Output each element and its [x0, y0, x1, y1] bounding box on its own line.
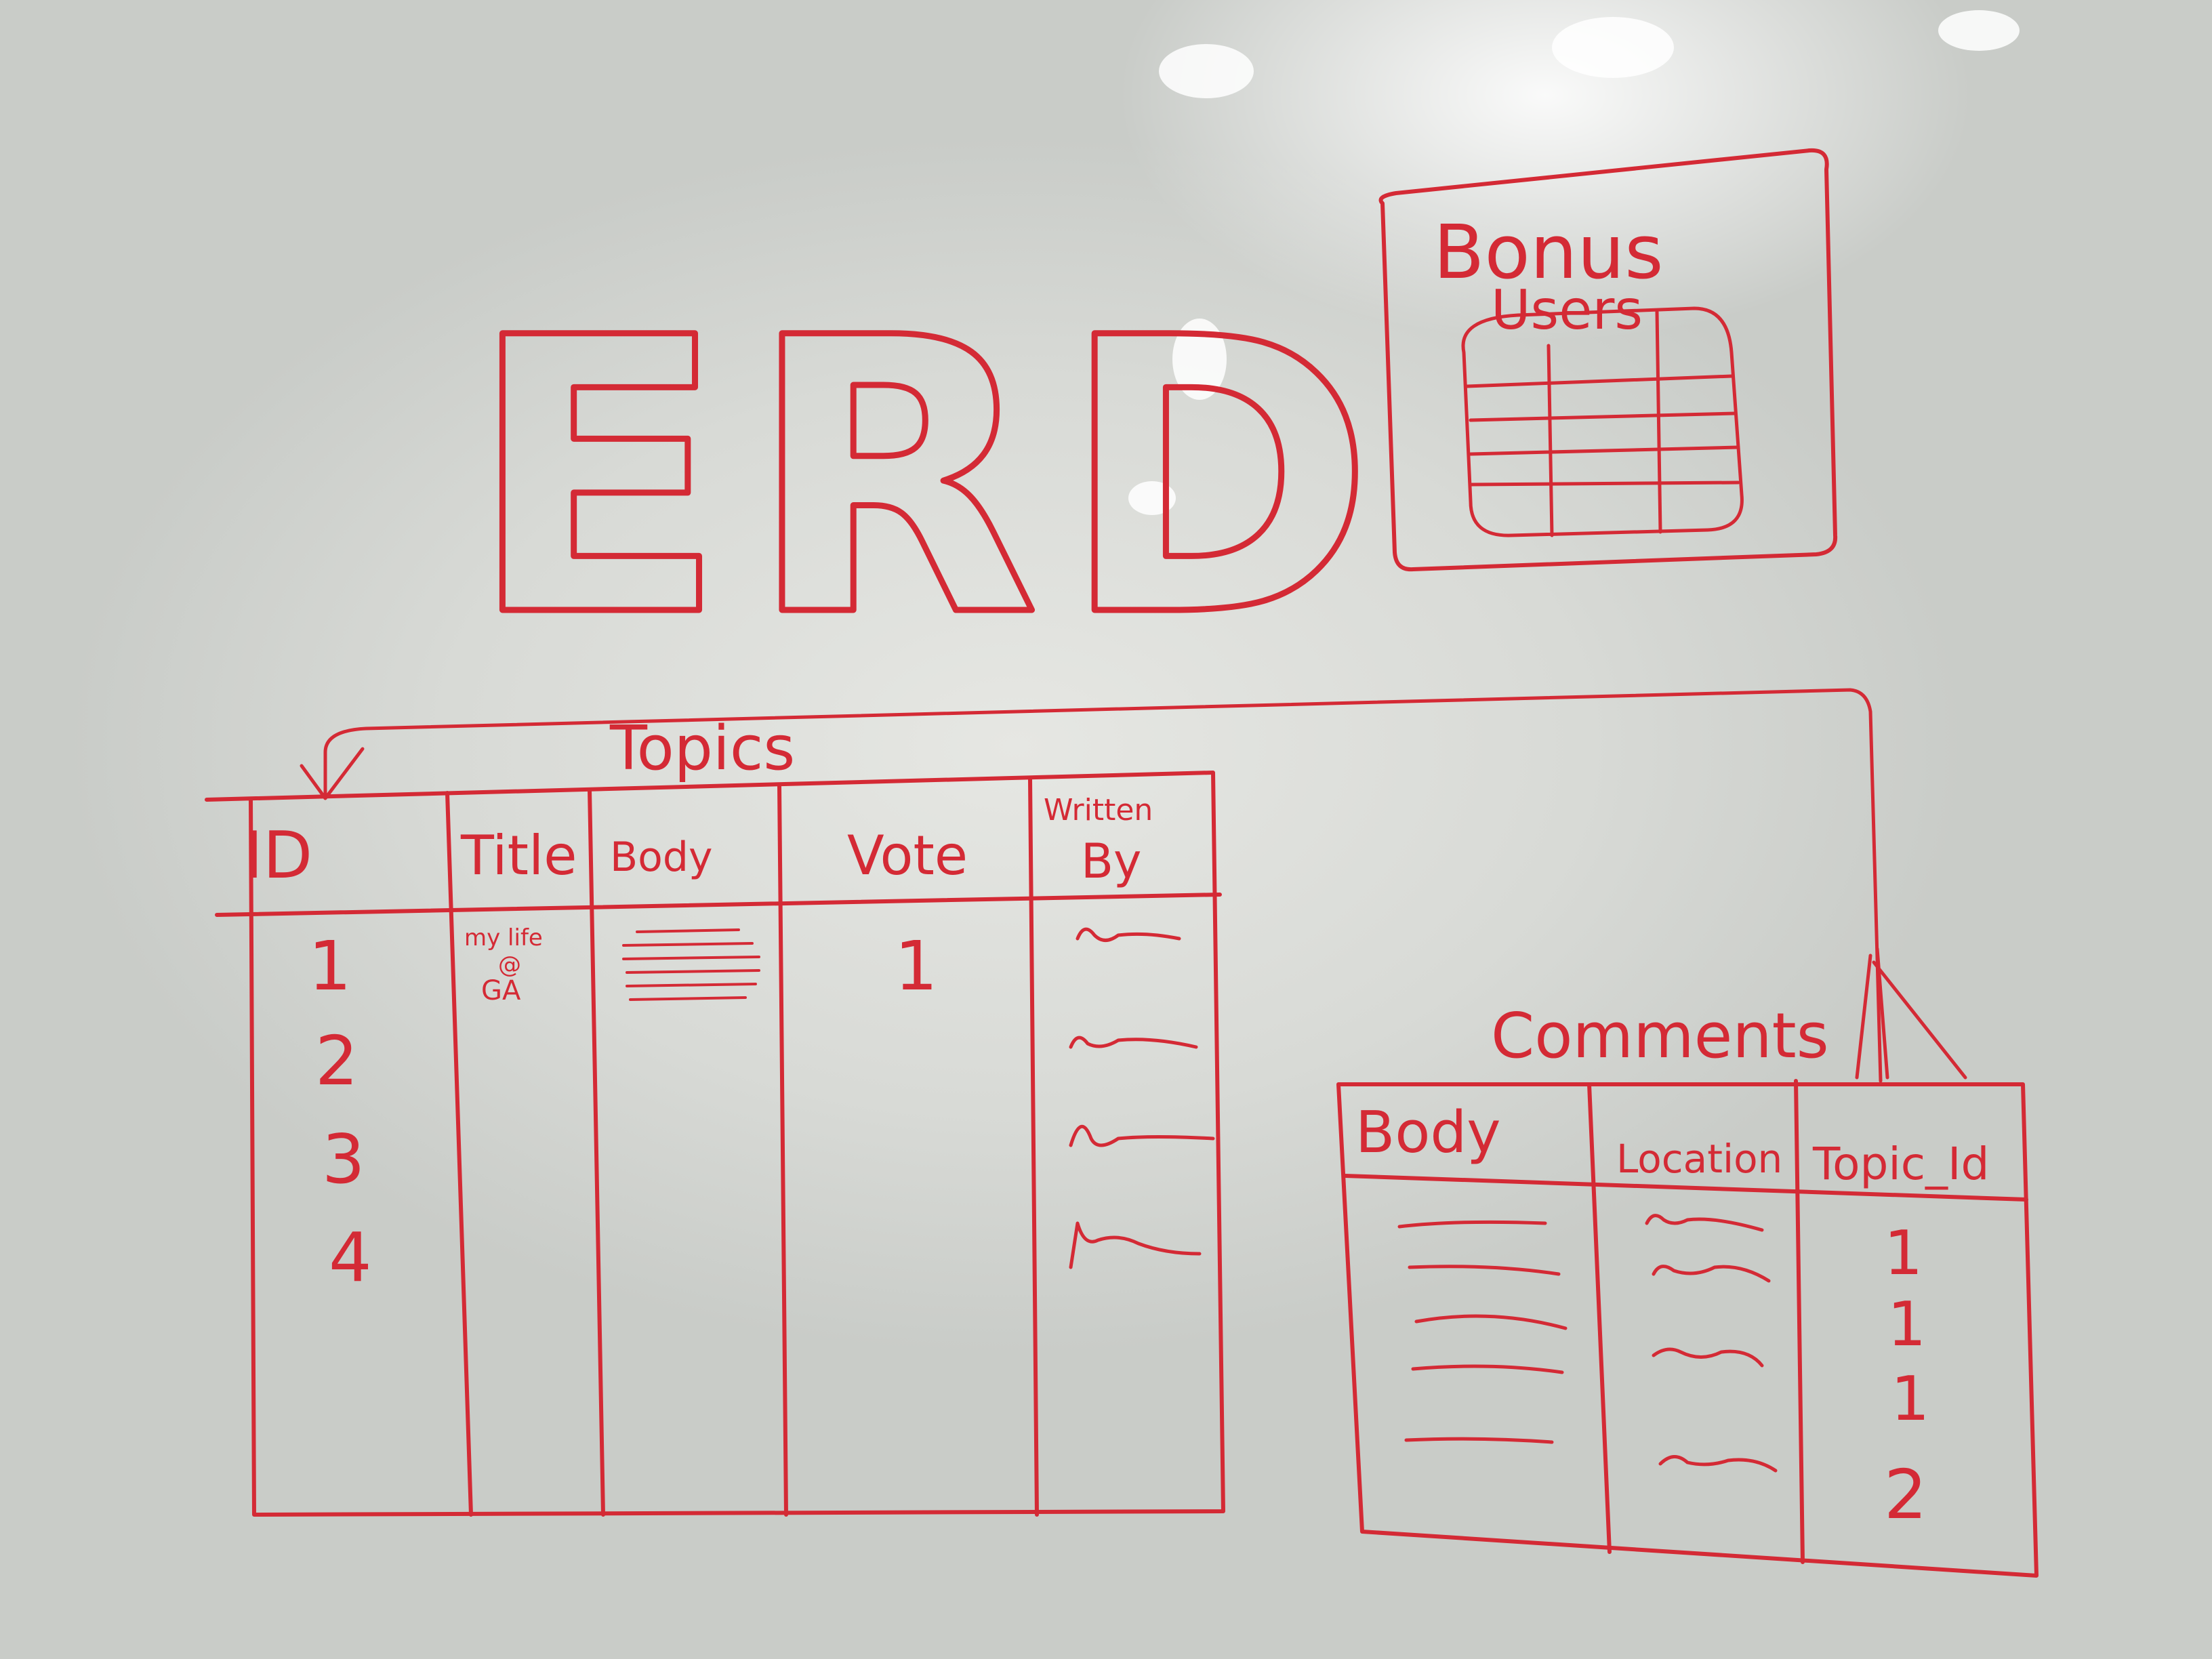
erd-title-text: ERD: [468, 258, 1395, 700]
comments-body-scribble: [1397, 1220, 1568, 1444]
topics-col-id: ID: [244, 819, 312, 893]
topics-title-line3: GA: [481, 975, 521, 1006]
comments-topic-id-4: 2: [1884, 1455, 1927, 1534]
erd-title: ERD: [465, 255, 1395, 703]
bonus-title-line1: Bonus: [1433, 209, 1664, 295]
topics-vote-1: 1: [895, 926, 938, 1006]
topics-id-2: 2: [315, 1021, 359, 1101]
bonus-users-box: Bonus Users: [1378, 148, 1838, 572]
comments-location-squiggles: [1645, 1214, 1778, 1473]
topics-id-3: 3: [322, 1120, 365, 1199]
relationship-line: [300, 688, 1967, 1083]
crows-foot: [1855, 947, 1967, 1080]
topics-table-name: Topics: [609, 713, 795, 784]
comments-col-body: Body: [1355, 1099, 1501, 1166]
topics-id-4: 4: [329, 1218, 372, 1297]
comments-table: Comments Body Location Topic_Id 1 1 1: [1336, 1000, 2039, 1578]
topics-written-by-squiggles: [1069, 927, 1215, 1269]
topics-col-by: By: [1081, 834, 1141, 889]
topics-table: Topics ID Title Body Vote Written By 1 2…: [205, 713, 1225, 1517]
comments-table-name: Comments: [1491, 1000, 1829, 1072]
topics-col-title: Title: [460, 824, 577, 887]
topics-col-body: Body: [610, 834, 712, 881]
topics-col-written: Written: [1044, 793, 1153, 827]
comments-topic-id-3: 1: [1891, 1364, 1929, 1435]
comments-topic-id-1: 1: [1884, 1218, 1923, 1289]
topics-id-1: 1: [308, 926, 352, 1006]
comments-col-location: Location: [1616, 1136, 1782, 1182]
topics-title-line1: my life: [464, 924, 543, 951]
arrow-head: [300, 747, 365, 800]
comments-col-topic-id: Topic_Id: [1812, 1138, 1989, 1190]
table-icon: [1461, 306, 1744, 537]
topics-title-line2: @: [498, 951, 521, 979]
glare-reflections: [1128, 10, 2020, 515]
comments-topic-id-2: 1: [1887, 1289, 1926, 1360]
topics-col-vote: Vote: [847, 824, 968, 887]
topics-body-scribble: [622, 928, 760, 1001]
